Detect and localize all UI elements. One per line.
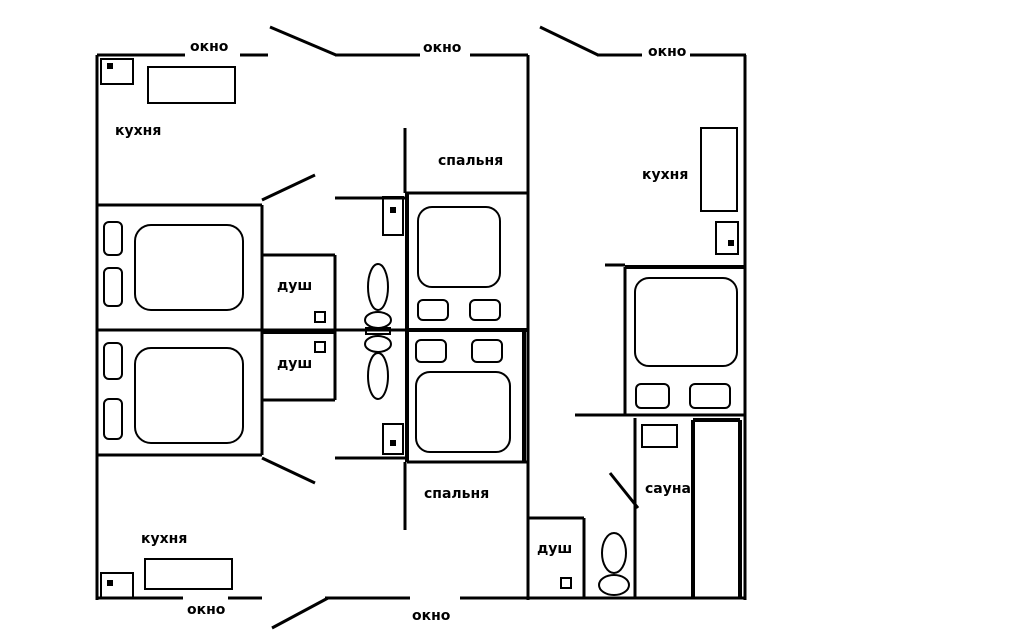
door-swings: [261, 25, 640, 630]
kitchen-top-left-fixtures: [100, 58, 236, 104]
bed-right: [634, 277, 738, 409]
shower-label-1: душ: [277, 278, 313, 294]
toilet-right: [598, 532, 630, 596]
window-label-top-1: окно: [190, 39, 229, 55]
kitchen-right-fixtures: [700, 127, 739, 255]
window-label-top-3: окно: [648, 44, 687, 60]
shower-label-3: душ: [537, 541, 573, 557]
shower-label-2: душ: [277, 356, 313, 372]
interior-walls: [97, 128, 745, 598]
window-label-top-2: окно: [423, 40, 462, 56]
bedroom-label-top: спальня: [438, 153, 504, 169]
exterior-walls: [95, 53, 747, 600]
sauna-label: сауна: [645, 481, 691, 497]
bathroom-sinks: [382, 196, 404, 455]
shower-bottom: [528, 516, 586, 598]
kitchen-label-right: кухня: [642, 167, 689, 183]
kitchen-bottom-left-fixtures: [100, 558, 233, 599]
kitchen-label-top-left: кухня: [115, 123, 162, 139]
sauna-bench: [641, 424, 678, 448]
central-toilets: [364, 263, 392, 400]
bed-left-bottom: [103, 342, 244, 444]
bed-left-top: [103, 221, 244, 311]
shower-drains: [314, 311, 572, 589]
window-label-bottom-1: окно: [187, 602, 226, 618]
kitchen-label-bottom-left: кухня: [141, 531, 188, 547]
bed-middle-bottom: [415, 339, 511, 453]
bed-middle-top: [417, 206, 501, 321]
window-label-bottom-2: окно: [412, 608, 451, 624]
bedroom-label-bottom: спальня: [424, 486, 490, 502]
